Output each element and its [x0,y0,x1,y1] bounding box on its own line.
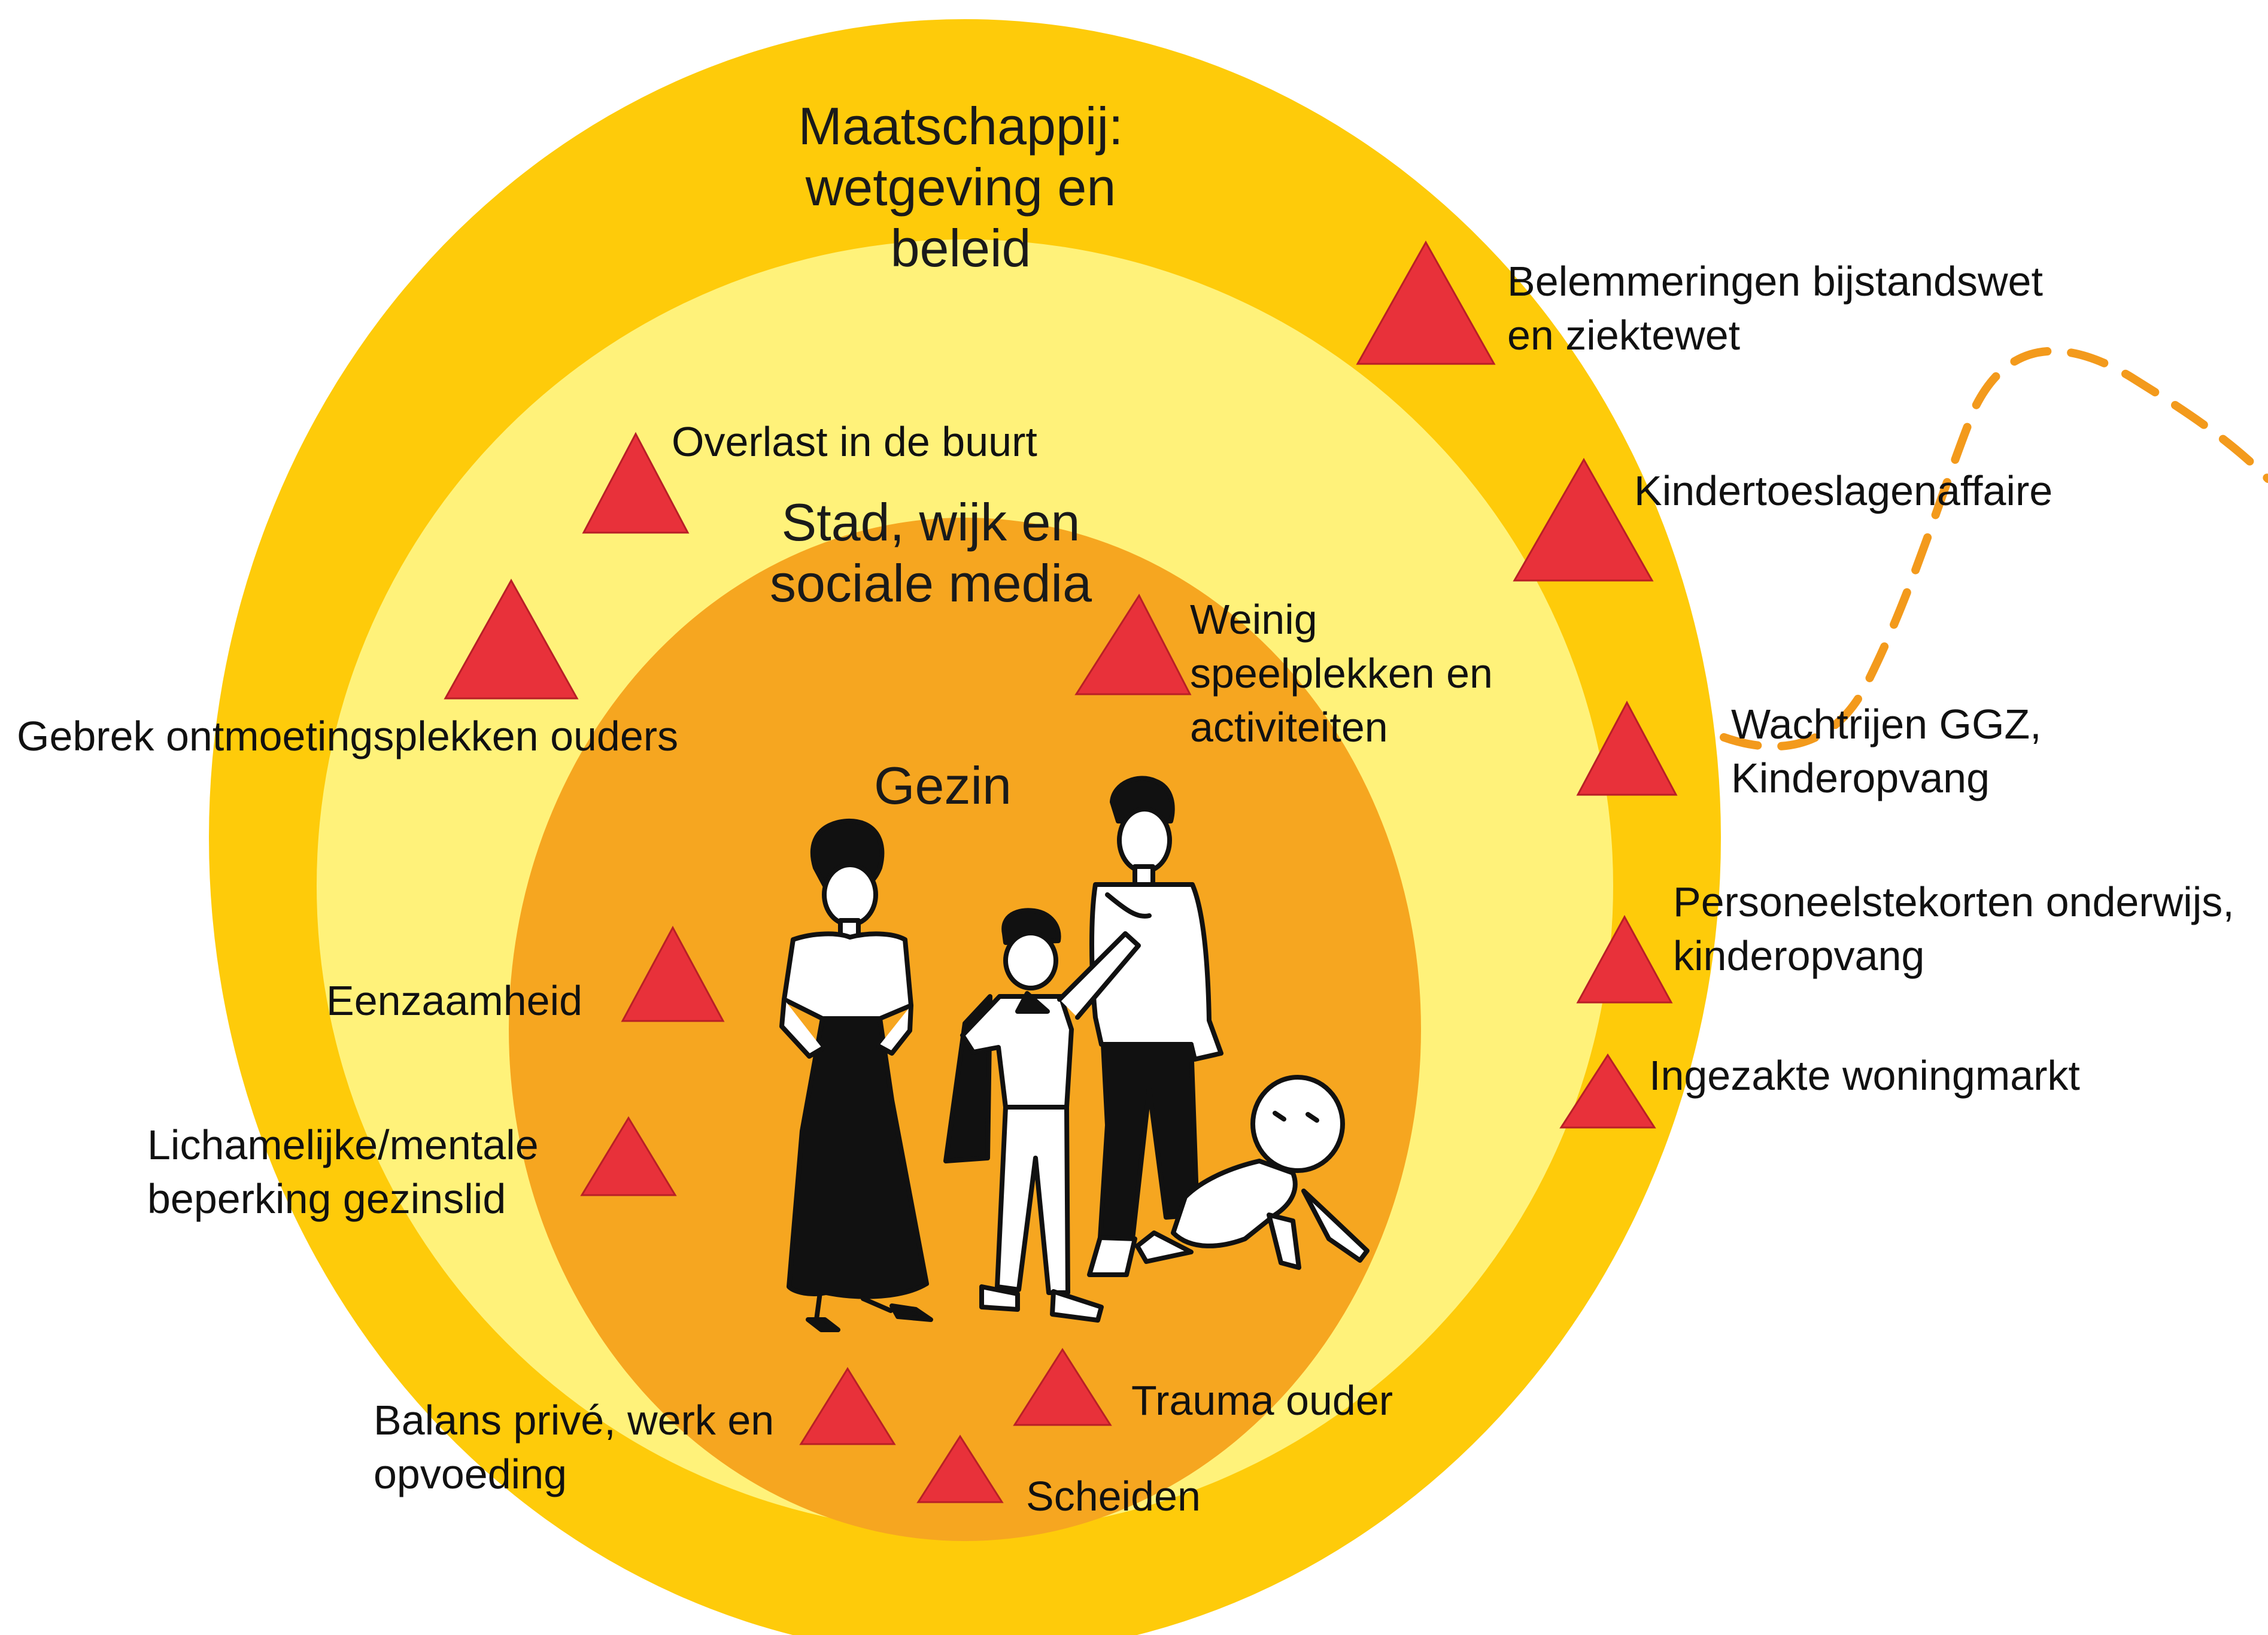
warning-triangle-icon [582,431,690,534]
warning-triangle-icon [1576,914,1673,1004]
label-trauma: Trauma ouder [1131,1377,1393,1424]
warning-triangle-icon [1074,593,1192,695]
label-scheiden: Scheiden [1026,1473,1201,1519]
warning-triangle-icon [916,1435,1004,1503]
ring-title-family: Gezin [874,756,1012,815]
label-ontmoetingsplekken: Gebrek ontmoetingsplekken ouders [17,713,679,759]
label-balans: Balans privé, werk en opvoeding [374,1397,775,1497]
label-beperking: Lichamelijke/mentale beperking gezinslid [147,1122,539,1222]
boy-figure [943,908,1141,1323]
baby-figure [1135,1075,1370,1270]
mother-figure [779,818,933,1332]
warning-triangle-icon [1356,240,1496,365]
label-kindertoeslagenaffaire: Kindertoeslagenaffaire [1634,467,2053,514]
warning-triangle-icon [1013,1348,1112,1426]
warning-triangle-icon [444,578,579,700]
label-wachtrijen: Wachtrijen GGZ, Kinderopvang [1731,701,2042,801]
father-figure [1087,776,1223,1277]
warning-triangle-icon [1576,700,1678,796]
label-overlast: Overlast in de buurt [672,418,1037,465]
family-illustration [779,776,1370,1332]
ring-title-city: Stad, wijk en sociale media [769,493,1092,613]
warning-triangle-icon [1559,1053,1656,1129]
ring-title-society: Maatschappij: wetgeving en beleid [798,96,1124,278]
label-woningmarkt: Ingezakte woningmarkt [1649,1052,2080,1099]
warning-triangle-icon [580,1116,677,1196]
warning-triangle-icon [1513,457,1654,582]
label-belemmeringen: Belemmeringen bijstandswet en ziektewet [1507,258,2043,358]
warning-triangle-icon [621,925,725,1022]
label-eenzaamheid: Eenzaamheid [326,977,583,1024]
label-speelplekken: Weinig speelplekken en activiteiten [1190,596,1493,750]
dashed-wave-line [1720,347,2268,751]
warning-triangle-icon [799,1367,896,1445]
label-personeelstekorten: Personeelstekorten onderwijs, kinderopva… [1673,879,2234,979]
